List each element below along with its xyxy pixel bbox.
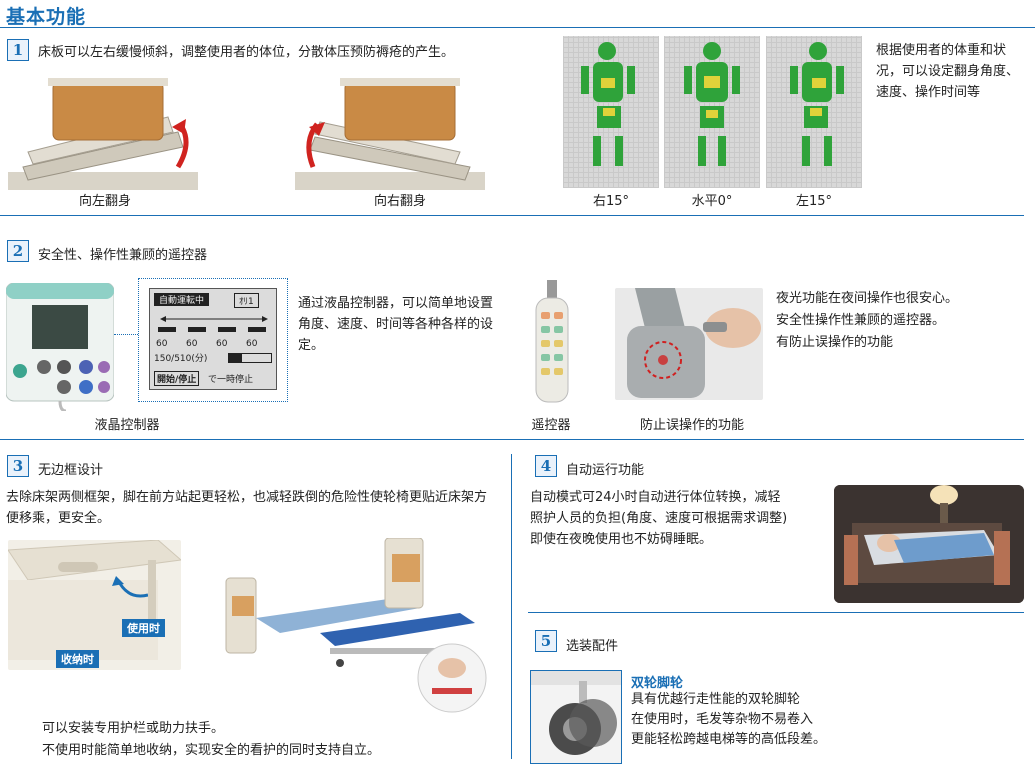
section-1-heading: 床板可以左右缓慢倾斜，调整使用者的体位，分散体压预防褥疮的产生。 (38, 45, 455, 60)
bed-stretcher-image (220, 537, 498, 713)
night-bed-image (834, 485, 1024, 603)
lcd-motion-icons (154, 313, 272, 335)
caster-title: 双轮脚轮 (631, 676, 684, 691)
lcd-time: 150/510(分) (154, 354, 208, 364)
bed-tilt-left-image (8, 72, 198, 192)
bed-tilt-right-image (295, 72, 485, 192)
lcd-description: 通过液晶控制器，可以简单地设置角度、速度、时间等各种各样的设定。 (298, 296, 494, 353)
lcd-start-stop: 開始/停止 (154, 371, 200, 386)
section-4-heading: 自动运行功能 (566, 463, 645, 478)
lcd-screen: 自動運転中 ｵﾘ1 60 60 60 60 150/510(分) 開始/停止 で… (149, 288, 277, 390)
section-5-number: 5 (535, 630, 557, 652)
lcd-mode: ｵﾘ1 (234, 293, 259, 308)
remote-desc-1: 夜光功能在夜间操作也很安心。 (776, 291, 959, 306)
pressure-map-caption-flat: 水平0° (691, 194, 733, 209)
lcd-controller-image (5, 282, 115, 413)
section-3-note-1: 可以安装专用护栏或助力扶手。 (42, 721, 225, 736)
section-divider-1 (0, 215, 1024, 216)
caption-lcd-controller: 液晶控制器 (94, 418, 160, 433)
section-3-description: 去除床架两侧框架，脚在前方站起更轻松，也减轻跌倒的危险性使轮椅更贴近床架方便移乘… (6, 490, 488, 526)
section-5-heading: 选装配件 (566, 639, 619, 654)
caption-tilt-right: 向右翻身 (373, 194, 426, 209)
pressure-map-flat (664, 36, 760, 188)
lcd-value-1: 60 (156, 339, 168, 349)
column-divider (511, 454, 512, 759)
lcd-status: 自動運転中 (154, 293, 210, 306)
caster-line-3: 更能轻松跨越电梯等的高低段差。 (631, 732, 827, 747)
section-divider-3 (528, 612, 1024, 613)
caster-line-1: 具有优越行走性能的双轮脚轮 (631, 692, 801, 707)
anti-misoperation-image (615, 288, 763, 400)
lcd-progress (228, 353, 272, 363)
remote-desc-2: 安全性操作性兼顾的遥控器。 (776, 313, 946, 328)
lcd-value-3: 60 (216, 339, 228, 349)
section-4-description: 自动模式可24小时自动进行体位转换，减轻照护人员的负担(角度、速度可根据需求调整… (530, 490, 788, 547)
section-1-note: 根据使用者的体重和状况，可以设定翻身角度、速度、操作时间等 (876, 43, 1020, 100)
caption-remote: 遥控器 (531, 418, 571, 433)
page-title: 基本功能 (6, 6, 87, 28)
section-2-number: 2 (7, 240, 29, 262)
remote-desc-3: 有防止误操作的功能 (776, 335, 894, 350)
lcd-screen-frame: 自動運転中 ｵﾘ1 60 60 60 60 150/510(分) 開始/停止 で… (138, 278, 288, 402)
lcd-pause-note: で一時停止 (208, 375, 254, 385)
pressure-map-right (563, 36, 659, 188)
title-divider (0, 27, 1035, 28)
section-1-number: 1 (7, 39, 29, 61)
caption-tilt-left: 向左翻身 (78, 194, 131, 209)
section-2-heading: 安全性、操作性兼顾的遥控器 (38, 248, 208, 263)
lcd-value-4: 60 (246, 339, 258, 349)
pressure-map-left (766, 36, 862, 188)
section-4-number: 4 (535, 455, 557, 477)
pressure-map-caption-left: 左15° (795, 194, 833, 209)
lcd-connector (114, 334, 138, 335)
caster-line-2: 在使用时，毛发等杂物不易卷入 (631, 712, 814, 727)
caster-image (530, 670, 622, 764)
caption-anti-misoperation: 防止误操作的功能 (639, 418, 744, 433)
frame-closeup-image (7, 539, 183, 670)
lcd-value-2: 60 (186, 339, 198, 349)
remote-control-image (532, 280, 572, 405)
label-in-use: 使用时 (122, 619, 165, 637)
pressure-map-caption-right: 右15° (592, 194, 630, 209)
section-3-heading: 无边框设计 (38, 463, 104, 478)
section-3-note-2: 不使用时能简单地收纳，实现安全的看护的同时支持自立。 (42, 743, 381, 758)
section-3-number: 3 (7, 455, 29, 477)
section-divider-2 (0, 439, 1024, 440)
label-stored: 收纳时 (56, 650, 99, 668)
